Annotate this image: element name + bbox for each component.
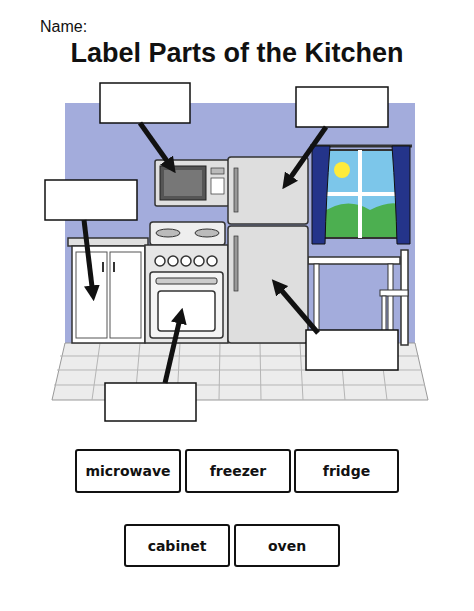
name-field-label: Name:: [40, 18, 87, 36]
word-bank-box: oven: [234, 524, 340, 567]
word-bank-word: freezer: [210, 463, 267, 479]
fridge-drawing: [228, 157, 308, 343]
microwave-drawing: [155, 160, 229, 206]
word-bank-word: cabinet: [148, 538, 207, 554]
word-bank-box: cabinet: [124, 524, 230, 567]
window: [310, 146, 412, 244]
word-bank-box: fridge: [294, 449, 399, 493]
pointer-arrows: [84, 123, 326, 383]
word-bank-word: microwave: [85, 463, 170, 479]
word-bank-box: freezer: [185, 449, 291, 493]
oven-drawing: [145, 222, 228, 343]
cabinet-drawing: [68, 238, 148, 343]
word-bank-word: fridge: [323, 463, 370, 479]
wall: [65, 103, 415, 345]
word-bank-box: microwave: [75, 449, 181, 493]
worksheet-title: Label Parts of the Kitchen: [0, 38, 474, 69]
word-bank-word: oven: [268, 538, 306, 554]
blank-label-boxes: [45, 83, 398, 421]
